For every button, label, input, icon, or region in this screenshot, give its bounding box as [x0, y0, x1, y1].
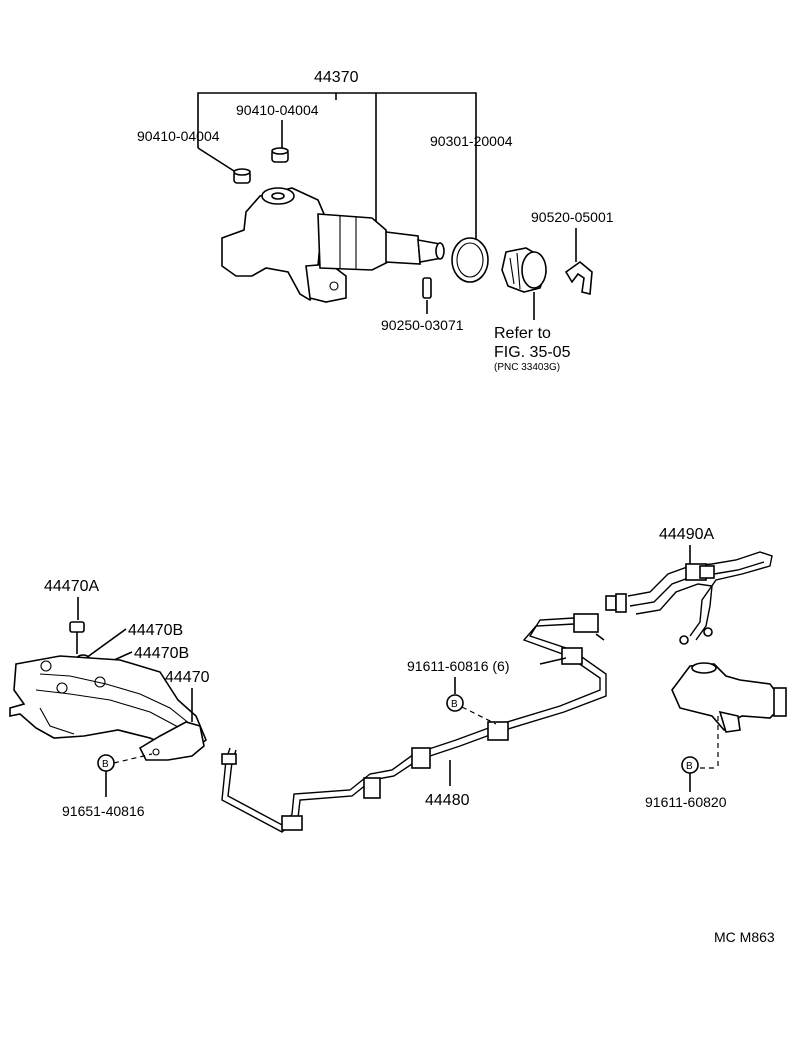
label-44470A: 44470A: [44, 578, 99, 595]
label-44470B-upper: 44470B: [128, 622, 183, 639]
label-90301: 90301-20004: [430, 133, 513, 149]
bracket-44470: [138, 721, 205, 761]
pin-90250: [422, 277, 432, 299]
label-44470: 44470: [165, 669, 210, 686]
label-44470B-lower: 44470B: [134, 645, 189, 662]
bolt-marker-right: B: [681, 756, 699, 774]
svg-text:B: B: [102, 759, 109, 770]
refer-to-line1: Refer to: [494, 325, 551, 342]
plug-upper: [271, 147, 289, 163]
footer-code: MC M863: [714, 929, 775, 945]
label-91611-60816: 91611-60816 (6): [407, 658, 509, 674]
bolt-marker-left: B: [97, 754, 115, 772]
differential-housing: [9, 655, 207, 753]
label-44480: 44480: [425, 792, 470, 809]
label-44370: 44370: [314, 69, 359, 86]
valve-body-44370: [221, 187, 445, 303]
bolt-44470A: [69, 621, 85, 654]
clip-90520: [564, 260, 593, 296]
label-90520: 90520-05001: [531, 209, 614, 225]
driven-gear: [501, 247, 547, 293]
upper-assembly: 44370 90410-04004 90410-04004: [137, 69, 614, 373]
plug-lower: [233, 168, 251, 184]
o-ring-90301: [451, 237, 489, 283]
refer-to-line2: FIG. 35-05: [494, 344, 571, 361]
svg-text:B: B: [686, 761, 693, 772]
lower-assembly: 44470A 44470B 44470B 44470: [9, 526, 787, 833]
leader-44370: [197, 92, 477, 240]
svg-text:B: B: [451, 699, 458, 710]
label-91611-60820: 91611-60820: [645, 794, 727, 810]
label-90410-upper: 90410-04004: [236, 102, 319, 118]
valve-body-right: [671, 662, 787, 733]
bolt-marker-center: B: [446, 694, 464, 712]
brake-tube-44480: [221, 613, 607, 833]
label-44490A: 44490A: [659, 526, 714, 543]
tube-assembly-44490A: [605, 551, 773, 645]
label-91651: 91651-40816: [62, 803, 145, 819]
label-90410-lower: 90410-04004: [137, 128, 220, 144]
refer-to-line3: (PNC 33403G): [494, 362, 560, 373]
label-90250: 90250-03071: [381, 317, 464, 333]
